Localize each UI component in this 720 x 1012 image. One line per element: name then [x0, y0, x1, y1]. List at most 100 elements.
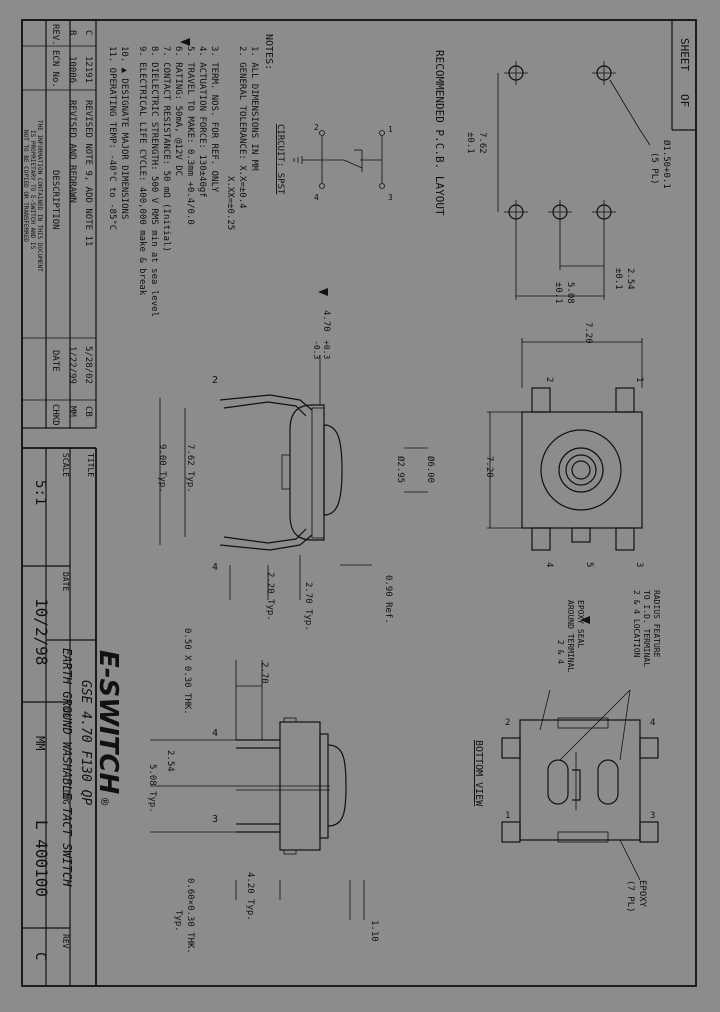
front-dim-050: 0.50 X 0.30 THK.	[182, 628, 192, 715]
side-dim-470: 4.70	[321, 310, 331, 332]
top-pin-2: 2	[544, 377, 554, 382]
side-dim-900: 9.00 Typ.	[157, 444, 167, 493]
side-dim-270: 2.70 Typ.	[303, 582, 313, 631]
bottom-pin-1: 1	[505, 811, 510, 821]
front-view: 2.70 0.50 X 0.30 THK. 2.54 5.08 Typ. 4.2…	[147, 628, 379, 954]
scale-label: SCALE	[61, 453, 70, 477]
major-dim-triangle-icon	[180, 38, 190, 46]
epoxy-note-2: (7 PL)	[625, 880, 635, 913]
sheet-border	[21, 19, 697, 987]
rev-row-b-chkd: MM	[67, 406, 77, 417]
radius-note-3: 2 & 4 LOCATION	[632, 590, 641, 658]
rev-row-c-chkd: CB	[83, 406, 93, 417]
note-2b: X.XX=±0.25	[225, 46, 235, 230]
rev-row-b-date: 1/22/99	[67, 346, 77, 384]
sheet-box: SHEET OF	[671, 20, 696, 131]
note-8: 8. DIELECTRIC STRENGTH: 500 V RMS min at…	[149, 46, 159, 317]
date-header: DATE	[50, 350, 60, 372]
circuit-spst: CIRCUIT: SPST 1 3 2 4	[275, 123, 393, 202]
top-dim-height: 7.20	[484, 456, 494, 478]
rev-row-c-rev: C	[83, 30, 93, 35]
sheet-label: SHEET	[678, 38, 691, 71]
ecn-header: ECN No.	[50, 50, 60, 88]
brand-logo: E-SWITCH	[93, 650, 123, 794]
epoxy-seal-triangle-icon	[580, 616, 590, 624]
side-dim-220: 2.20 Typ.	[265, 572, 275, 621]
dr-value: MM	[33, 736, 47, 750]
side-dia-295: Ø2.95	[395, 456, 406, 483]
top-pin-4: 4	[544, 562, 554, 567]
bottom-pin-2: 2	[505, 718, 510, 728]
circuit-terminal-3: 3	[388, 193, 393, 202]
note-11: 11. OPERATING TEMP: -40°C to -85°C	[107, 46, 117, 230]
note-6: 6. RATING: 50mA, @12V DC	[173, 46, 183, 176]
bottom-view: BOTTOM VIEW RADIUS FEATURE TO I.D. TERMI…	[473, 590, 661, 913]
epoxy-seal-note-1: EPOXY SEAL	[576, 600, 585, 648]
front-pin-3: 3	[212, 814, 218, 825]
side-pin-4: 4	[212, 562, 218, 573]
front-dim-060-typ: Typ.	[173, 910, 183, 932]
note-4: 4. ACTUATION FORCE: 130±40gf	[197, 46, 207, 198]
of-label: OF	[678, 94, 691, 107]
rev-value: C	[32, 952, 48, 960]
notes: NOTES: 1. ALL DIMENSIONS IN MM 2. GENERA…	[107, 34, 274, 317]
top-pin-3: 3	[634, 562, 644, 567]
desc-header: DESCRIPTION	[50, 170, 60, 230]
rev-header: REV.	[50, 24, 60, 46]
front-dim-420: 4.20 Typ.	[245, 872, 255, 921]
rev-row-b-ecn: 10006	[67, 56, 77, 83]
dwg-value: L 400100	[32, 820, 51, 897]
side-dim-090: 0.90 Ref.	[383, 575, 393, 624]
radius-note-2: TO I.D. TERMINAL	[642, 590, 651, 667]
front-dim-110: 1.10	[369, 920, 379, 942]
pcb-hole-count: (5 PL)	[649, 152, 659, 185]
bottom-pin-4: 4	[650, 718, 655, 728]
revision-table: REV. ECN No. DESCRIPTION DATE CHKD C 121…	[21, 19, 97, 429]
notes-title: NOTES:	[263, 34, 274, 70]
top-dim-width: 7.20	[583, 322, 593, 344]
top-pin-1: 1	[634, 377, 644, 382]
note-10: 10. ▲ DESIGNATE MAJOR DIMENSIONS	[119, 46, 129, 219]
brand-mark: ®	[97, 798, 111, 806]
rev-row-b-rev: B	[67, 30, 77, 35]
pcb-dim-508: 5.08	[565, 282, 575, 304]
top-view: 7.20 7.20 1 2 3 4 5	[484, 322, 644, 567]
proprietary-line-2: IS PROPRIETARY TO E-SWITCH AND IS	[29, 130, 36, 250]
side-dim-762: 7.62 Typ.	[185, 444, 195, 493]
rev-row-c-ecn: 12191	[83, 56, 93, 83]
radius-note-1: RADIUS FEATURE	[652, 590, 661, 658]
top-pin-5: 5	[584, 562, 594, 567]
side-view: 4.70 +0.3 -0.3 Ø6.00 Ø2.95 7.62 Typ. 9.0…	[157, 288, 436, 631]
title-label: TITLE	[86, 453, 95, 477]
circuit-terminal-2: 2	[314, 123, 319, 132]
front-dim-060: 0.60×0.30 THK.	[185, 878, 195, 954]
circuit-title: CIRCUIT: SPST	[275, 124, 285, 195]
pcb-hole-dia: Ø1.50+0.1	[661, 140, 672, 189]
bottom-pin-3: 3	[650, 811, 655, 821]
side-pin-2: 2	[212, 375, 218, 386]
pcb-dim-254-tol: ±0.1	[613, 268, 623, 290]
note-5: 5. TRAVEL TO MAKE: 0.3mm +0.4/0.0	[185, 46, 195, 225]
pcb-dim-762-tol: ±0.1	[465, 132, 475, 154]
note-1: 1. ALL DIMENSIONS IN MM	[249, 46, 259, 171]
note-7: 7. CONTACT RESISTANCE: 50 mΩ (Initial)	[161, 46, 171, 252]
side-major-triangle-icon	[318, 288, 328, 296]
pcb-dim-508-tol: ±0.1	[553, 282, 563, 304]
rev-row-c-desc: REVISED NOTE 9, ADD NOTE 11	[83, 100, 93, 246]
epoxy-note-1: EPOXY	[637, 880, 647, 908]
title-line-1: GSE 4.70 F130 QP	[78, 680, 93, 805]
note-9: 9. ELECTRICAL LIFE CYCLE: 400,000 make &…	[137, 46, 147, 296]
dr-label: DR	[61, 708, 70, 718]
circuit-terminal-1: 1	[388, 125, 393, 134]
note-2: 2. GENERAL TOLERANCE: X.X=±0.4	[237, 46, 247, 209]
side-dim-470-tol2: -0.3	[312, 340, 321, 359]
title-line-2: EARTH GROUND WASHABLE TACT SWITCH	[60, 648, 74, 887]
rev-row-b-desc: REVISED AND REDRAWN	[67, 100, 77, 203]
front-dim-254: 2.54	[165, 750, 175, 772]
date-label: DATE	[61, 572, 70, 591]
pcb-dim-762: 7.62	[477, 132, 487, 154]
title-block: TITLE GSE 4.70 F130 QP EARTH GROUND WASH…	[22, 447, 123, 986]
rev-label: REV	[61, 934, 70, 949]
bottom-view-title: BOTTOM VIEW	[473, 740, 484, 807]
